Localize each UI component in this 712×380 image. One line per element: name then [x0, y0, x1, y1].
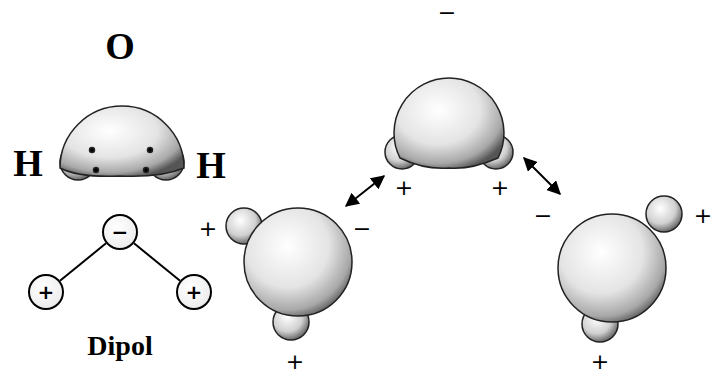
charge-circle: + [176, 274, 212, 310]
charge-label: H [13, 144, 43, 182]
caption-label: Dipol [87, 332, 152, 360]
charge-label: O [105, 27, 135, 65]
charge-label: − [438, 2, 456, 24]
charge-circle: + [28, 274, 64, 310]
charge-sign: + [38, 282, 55, 302]
charge-label: + [395, 177, 413, 199]
attraction-arrow [524, 158, 560, 194]
charge-label: + [591, 351, 609, 373]
molecule [226, 208, 352, 340]
charge-sign: + [186, 282, 203, 302]
charge-label: + [199, 218, 217, 240]
charge-label: − [534, 205, 552, 227]
molecule [60, 106, 184, 180]
charge-label: + [286, 351, 304, 373]
charge-label: + [694, 205, 712, 227]
charge-label: + [491, 177, 509, 199]
charge-label: − [353, 218, 371, 240]
bond-line [60, 243, 106, 280]
charge-sign: − [112, 222, 129, 242]
attraction-arrow [346, 176, 384, 206]
bond-line [134, 243, 180, 280]
charge-circle: − [102, 214, 138, 250]
molecule [385, 78, 513, 169]
charge-label: H [196, 146, 226, 184]
molecule [558, 196, 682, 342]
